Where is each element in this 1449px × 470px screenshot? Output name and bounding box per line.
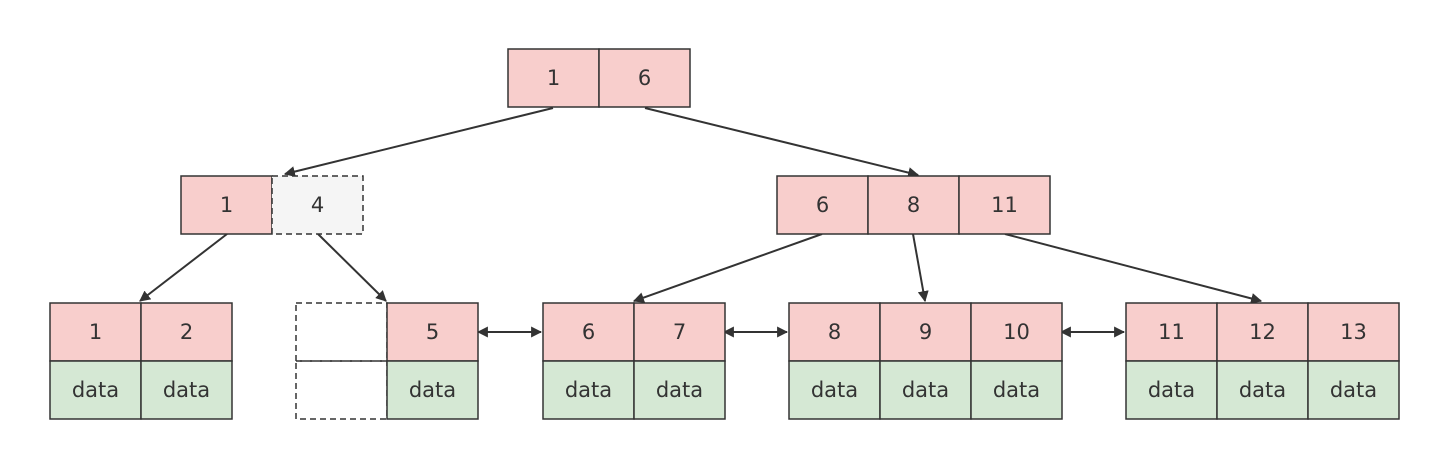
leaf-key-cell: 13 [1307,302,1400,362]
leaf-key-label: 11 [1158,320,1185,344]
leaf-data-cell: data [1307,360,1400,420]
edge-right-internal-to-leaf-3 [632,233,823,303]
internal-key-label: 8 [907,193,920,217]
internal-key-cell: 11 [958,175,1051,235]
edge-right-internal-to-leaf-5 [1004,233,1263,304]
leaf-data-cell: data [633,360,726,420]
edge-root-to-left-internal [283,107,554,177]
edge-root-to-right-internal [644,107,920,178]
leaf-node-4: 8 9 10 data data data [788,302,1063,420]
leaf-node-2: 5 data [295,302,479,420]
internal-key-label: 1 [220,193,233,217]
leaf-data-cell: data [788,360,881,420]
leaf-node-1: 1 2 data data [49,302,233,420]
edge-left-internal-to-leaf-2 [317,233,387,302]
root-key-cell: 1 [507,48,600,108]
leaf-key-cell: 6 [542,302,635,362]
leaf-data-label: data [656,378,703,402]
internal-key-cell: 6 [776,175,869,235]
leaf-key-cell: 1 [49,302,142,362]
leaf-key-label: 9 [919,320,932,344]
leaf-key-label: 10 [1003,320,1030,344]
leaf-key-label: 8 [828,320,841,344]
edge-right-internal-to-leaf-4 [912,233,929,303]
leaf-data-label: data [811,378,858,402]
internal-key-label: 6 [816,193,829,217]
leaf-data-cell: data [879,360,972,420]
leaf-key-label: 12 [1249,320,1276,344]
leaf-data-label: data [409,378,456,402]
internal-ghost-key-cell: 4 [271,175,364,235]
leaf-key-cell: 8 [788,302,881,362]
leaf-data-cell: data [386,360,479,420]
leaf-data-cell: data [1125,360,1218,420]
leaf-key-label: 2 [180,320,193,344]
leaf-key-label: 7 [673,320,686,344]
edge-left-internal-to-leaf-1 [139,233,228,302]
internal-key-label: 11 [991,193,1018,217]
leaf-empty-key-slot [295,302,388,362]
internal-ghost-key-label: 4 [311,193,324,217]
root-key-label: 1 [547,66,560,90]
leaf-key-label: 1 [89,320,102,344]
leaf-data-label: data [163,378,210,402]
leaf-key-cell: 10 [970,302,1063,362]
leaf-data-label: data [1148,378,1195,402]
internal-node-left: 1 4 [180,175,364,235]
leaf-data-label: data [902,378,949,402]
leaf-key-cell: 12 [1216,302,1309,362]
leaf-data-cell: data [1216,360,1309,420]
leaf-key-cell: 9 [879,302,972,362]
root-node: 1 6 [507,48,691,108]
root-key-label: 6 [638,66,651,90]
leaf-data-cell: data [542,360,635,420]
leaf-key-label: 13 [1340,320,1367,344]
root-key-cell: 6 [598,48,691,108]
leaf-empty-data-slot [295,360,388,420]
leaf-data-label: data [565,378,612,402]
tree-edges [139,107,1263,338]
leaf-data-label: data [993,378,1040,402]
leaf-data-cell: data [140,360,233,420]
leaf-key-cell: 11 [1125,302,1218,362]
leaf-data-cell: data [49,360,142,420]
internal-node-right: 6 8 11 [776,175,1051,235]
leaf-node-3: 6 7 data data [542,302,726,420]
leaf-data-label: data [1330,378,1377,402]
leaf-key-label: 6 [582,320,595,344]
leaf-key-cell: 7 [633,302,726,362]
leaf-key-label: 5 [426,320,439,344]
leaf-data-cell: data [970,360,1063,420]
internal-key-cell: 8 [867,175,960,235]
internal-key-cell: 1 [180,175,273,235]
leaf-key-cell: 2 [140,302,233,362]
leaf-node-5: 11 12 13 data data data [1125,302,1400,420]
leaf-data-label: data [1239,378,1286,402]
leaf-data-label: data [72,378,119,402]
leaf-key-cell: 5 [386,302,479,362]
